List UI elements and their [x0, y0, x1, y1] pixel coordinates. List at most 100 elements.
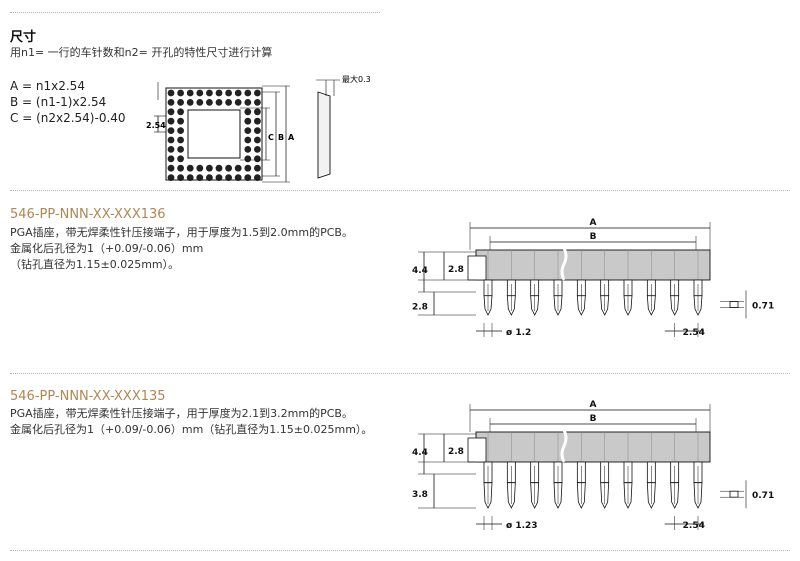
dim-a-label: A: [288, 133, 295, 142]
pin-dot: [244, 136, 252, 144]
pin-dot: [186, 99, 194, 106]
pin-dot: [225, 164, 232, 172]
pin-dot: [167, 174, 175, 181]
socket-body: [475, 249, 711, 281]
pin-dot: [196, 99, 204, 106]
description-136: PGA插座，带无焊柔性针压接端子，用于厚度为1.5到2.0mm的PCB。 金属化…: [10, 225, 353, 273]
pin-dot: [215, 164, 223, 172]
opening: [187, 109, 241, 159]
dim-dia-label: ø 1.23: [506, 521, 538, 531]
pin-dot: [234, 89, 242, 97]
pin-dot: [167, 89, 175, 97]
part-suffix: 136: [140, 207, 166, 222]
pin-dot: [206, 99, 213, 106]
desc-line-1: PGA插座，带无焊柔性针压接端子，用于厚度为2.1到3.2mm的PCB。: [10, 407, 353, 420]
dim-h-pin-label: 2.8: [412, 303, 428, 313]
pin-dot: [167, 136, 175, 144]
pin-dot: [254, 136, 261, 144]
pin-dot: [206, 164, 213, 172]
side-profile: [317, 91, 331, 179]
pin-dot: [234, 174, 242, 181]
dim-h-body-label: 2.8: [448, 447, 464, 457]
description-135: PGA插座，带无焊柔性针压接端子，用于厚度为2.1到3.2mm的PCB。 金属化…: [10, 406, 372, 438]
pin-dot: [254, 108, 261, 116]
pin-dot: [244, 174, 252, 181]
dim-pitch-label: 2.54: [683, 521, 705, 531]
pin-dot: [244, 117, 252, 125]
pin-dot: [244, 155, 252, 163]
pin-dot: [225, 89, 232, 97]
pin-dot: [244, 127, 252, 134]
dim-b-label: B: [278, 133, 284, 142]
formula-b: B = (n1-1)x2.54: [10, 95, 107, 109]
top-divider: [10, 12, 380, 13]
socket-outline: [165, 87, 263, 181]
pin-dot: [186, 164, 194, 172]
pga-top-view-drawing: 2.54 C B A 最大0.3: [146, 74, 371, 183]
pin-dot: [234, 164, 242, 172]
pin-dot: [215, 174, 223, 181]
pin-dot: [177, 155, 184, 163]
pin-dot: [225, 99, 232, 106]
pin-dot: [167, 146, 175, 153]
desc-line-1: PGA插座，带无焊柔性针压接端子，用于厚度为1.5到2.0mm的PCB。: [10, 226, 353, 239]
socket-body: [475, 431, 711, 463]
pin-dot: [177, 89, 184, 97]
section-divider-1: [10, 190, 790, 191]
pin-dot: [177, 127, 184, 134]
dim-a-label: A: [590, 400, 597, 410]
dim-h-body-label: 2.8: [448, 265, 464, 275]
pin-dot: [186, 89, 194, 97]
desc-line-2: 金属化后孔径为1（+0.09/-0.06）mm: [10, 242, 204, 255]
pin-dot: [177, 108, 184, 116]
part-number-135: 546-PP-NNN-XX-XXX135: [10, 389, 166, 404]
dimensions-title: 尺寸: [10, 30, 37, 45]
pin-dot: [167, 164, 175, 172]
pin-dot: [196, 174, 204, 181]
pin-dot: [177, 146, 184, 153]
break-mark: [560, 429, 568, 463]
pin-dot: [254, 89, 261, 97]
body-cutaway: [467, 437, 487, 463]
formula-list: A = n1x2.54 B = (n1-1)x2.54 C = (n2x2.54…: [10, 78, 126, 126]
pin-dot: [215, 89, 223, 97]
desc-line-2: 金属化后孔径为1（+0.09/-0.06）mm（钻孔直径为1.15±0.025m…: [10, 423, 373, 436]
pin-dot: [225, 174, 232, 181]
dim-c-label: C: [268, 133, 274, 142]
max-thickness-label: 最大0.3: [342, 74, 371, 84]
part-prefix: 546-PP-NNN-XX-XXX: [10, 207, 141, 222]
section-divider-2: [10, 373, 790, 374]
pin-dot: [254, 155, 261, 163]
pin-dot: [254, 174, 261, 181]
pin-dot: [196, 164, 204, 172]
dim-pitch-label: 2.54: [683, 328, 705, 338]
pin-dot: [254, 127, 261, 134]
pin-dot: [254, 146, 261, 153]
dimensions-subtitle: 用n1= 一行的车针数和n2= 开孔的特性尺寸进行计算: [10, 46, 273, 59]
break-mark: [560, 247, 568, 281]
dim-dia-label: ø 1.2: [506, 328, 531, 338]
pin-dot: [177, 99, 184, 106]
pin-dot: [177, 164, 184, 172]
pin-dot: [196, 89, 204, 97]
pin-dot: [254, 99, 261, 106]
part-prefix: 546-PP-NNN-XX-XXX: [10, 389, 141, 404]
dim-h-pin-label: 3.8: [412, 490, 428, 500]
pin-dot: [167, 108, 175, 116]
dim-pin-w-label: 0.71: [752, 491, 774, 501]
dim-h-total-label: 4.4: [412, 448, 428, 458]
dim-b-label: B: [590, 232, 597, 242]
body-cutaway: [467, 255, 487, 281]
pin-dot: [186, 174, 194, 181]
pin-dot: [167, 117, 175, 125]
pin-dot: [244, 108, 252, 116]
pin-grid: [167, 89, 261, 181]
part-number-136: 546-PP-NNN-XX-XXX136: [10, 207, 166, 222]
pin-dot: [244, 99, 252, 106]
dim-a-label: A: [590, 218, 597, 228]
pin-dot: [254, 117, 261, 125]
pin-section: [729, 490, 739, 498]
formula-a: A = n1x2.54: [10, 79, 85, 93]
dim-left-label: 2.54: [146, 121, 166, 130]
